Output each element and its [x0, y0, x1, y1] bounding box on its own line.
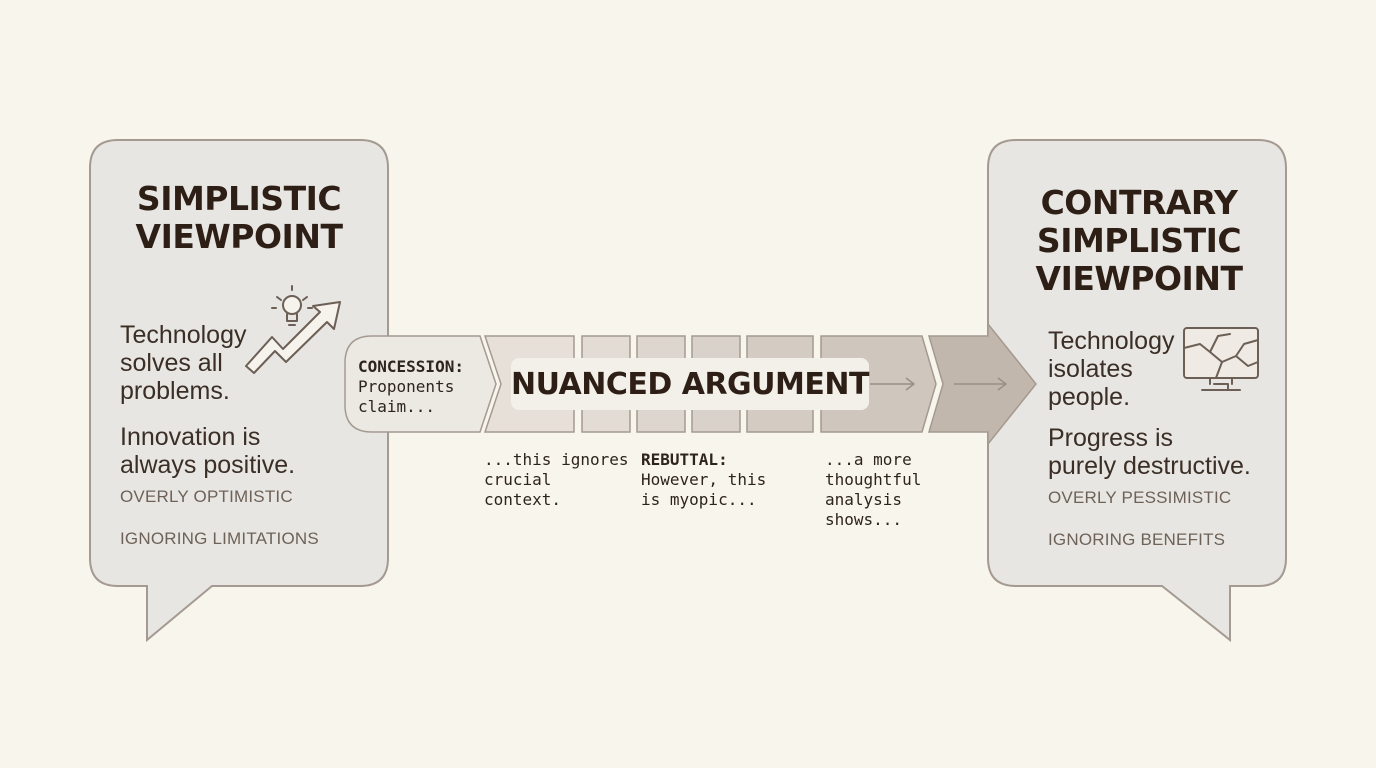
concession-segment	[344, 335, 497, 433]
note-line: context.	[484, 490, 562, 509]
rebuttal-label: REBUTTAL:	[641, 450, 728, 469]
concession-line: Proponents	[358, 377, 455, 396]
right-claim-line: people.	[1048, 383, 1131, 411]
right-tag-ignoring-benefits: IGNORING BENEFITS	[1048, 530, 1226, 549]
left-title-line: SIMPLISTIC	[136, 179, 342, 218]
left-speech-bubble	[89, 139, 389, 643]
note-line: thoughtful	[825, 470, 922, 489]
concession-line: claim...	[358, 397, 436, 416]
right-claim-line: purely destructive.	[1048, 452, 1251, 480]
left-title-line: VIEWPOINT	[135, 217, 343, 256]
right-claim-1: Technology isolates people.	[1048, 327, 1174, 411]
concession-label: CONCESSION:	[358, 357, 464, 376]
left-claim-line: Innovation is	[120, 423, 261, 451]
note-line: shows...	[825, 510, 903, 529]
right-tag-overly-pessimistic: OVERLY PESSIMISTIC	[1048, 488, 1232, 507]
rebuttal-text: REBUTTAL: However, this is myopic...	[641, 450, 766, 510]
right-claim-line: isolates	[1048, 355, 1133, 383]
left-tag-overly-optimistic: OVERLY OPTIMISTIC	[120, 487, 293, 506]
left-claim-line: always positive.	[120, 451, 296, 479]
note-line: ...this ignores	[484, 450, 629, 469]
thoughtful-analysis-note: ...a more thoughtful analysis shows...	[825, 450, 921, 530]
concession-text: CONCESSION: Proponents claim...	[358, 357, 464, 417]
right-claim-2: Progress is purely destructive.	[1048, 424, 1251, 480]
left-claim-line: solves all	[120, 349, 223, 377]
cracked-monitor-icon	[1183, 327, 1259, 391]
note-line: crucial	[484, 470, 552, 489]
ignores-context-note: ...this ignores crucial context.	[484, 450, 629, 510]
lightbulb-trend-arrow-icon	[245, 285, 341, 374]
right-claim-line: Technology	[1048, 327, 1175, 355]
right-title-line: VIEWPOINT	[1035, 259, 1243, 298]
nuanced-argument-label: NUANCED ARGUMENT	[511, 358, 869, 410]
note-line: analysis	[825, 490, 903, 509]
right-title-line: SIMPLISTIC	[1036, 221, 1242, 260]
right-title-line: CONTRARY	[1040, 183, 1238, 222]
left-claim-1: Technology solves all problems.	[120, 321, 246, 405]
small-arrow-indicators	[870, 377, 1008, 391]
left-claim-2: Innovation is always positive.	[120, 423, 295, 479]
right-claim-line: Progress is	[1048, 424, 1174, 452]
rebuttal-line: is myopic...	[641, 490, 757, 509]
note-line: ...a more	[825, 450, 912, 469]
rebuttal-line: However, this	[641, 470, 767, 489]
left-tag-ignoring-limitations: IGNORING LIMITATIONS	[120, 529, 319, 548]
right-viewpoint-title: CONTRARY SIMPLISTIC VIEWPOINT	[1016, 184, 1262, 298]
right-speech-bubble	[987, 139, 1287, 643]
left-viewpoint-title: SIMPLISTIC VIEWPOINT	[118, 180, 360, 256]
left-claim-line: problems.	[120, 377, 230, 405]
left-claim-line: Technology	[120, 321, 247, 349]
